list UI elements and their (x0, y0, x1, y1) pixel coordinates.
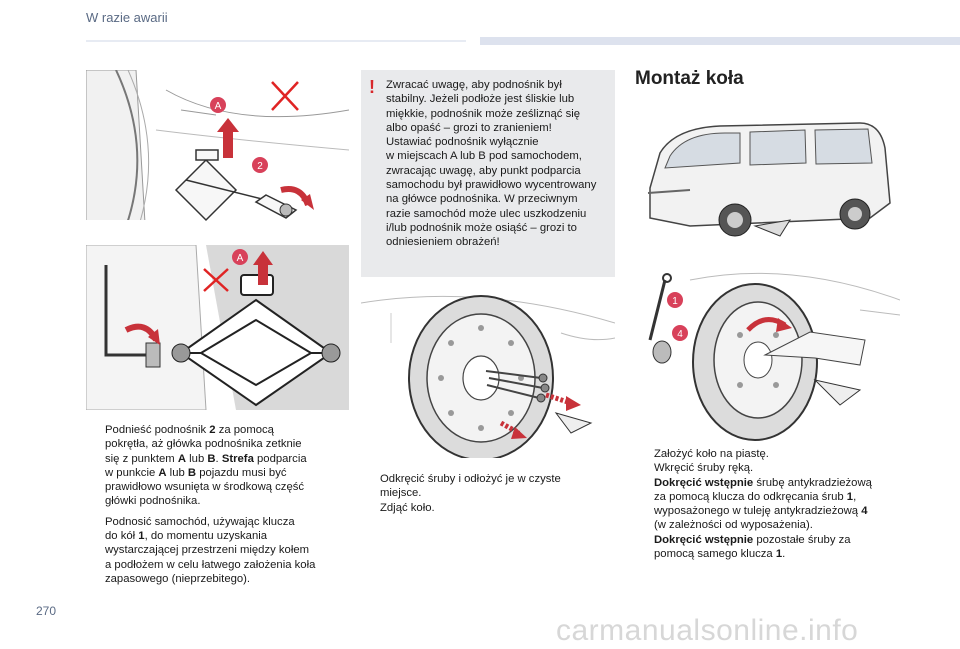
list-item: Dokręcić wstępnie pozostałe śruby za pom… (654, 533, 851, 561)
figure-jack-closeup: A (86, 245, 349, 410)
header-rule (86, 40, 466, 42)
list-item: Dokręcić wstępnie śrubę antykradzieżową … (654, 476, 872, 532)
page-number: 270 (36, 604, 57, 618)
list-item: Odkręcić śruby i odłożyć je w czyste mie… (380, 473, 561, 500)
figure-label: 1 (672, 296, 678, 307)
figure-jack-under-sill: A 2 (86, 70, 349, 240)
warning-icon: ! (369, 77, 375, 97)
list-item: Założyć koło na piastę. (654, 448, 769, 460)
list-item: Zdjąć koło. (380, 501, 435, 514)
list-item: Podnieść podnośnik 2 za pomocą pokrętła,… (105, 424, 307, 508)
figure-wheel-removal (361, 283, 615, 458)
watermark[interactable]: carmanualsonline.info (556, 614, 859, 647)
running-header: W razie awarii (86, 10, 168, 25)
instructions-col3: Założyć koło na piastę. Wkręcić śruby rę… (636, 447, 906, 561)
figure-van (630, 108, 900, 248)
figure-label: 2 (257, 161, 263, 172)
list-item: Wkręcić śruby ręką. (654, 462, 754, 475)
section-title: Montaż koła (635, 68, 744, 89)
instructions-col1: Podnieść podnośnik 2 za pomocą pokrętła,… (87, 423, 349, 592)
warning-text: Zwracać uwagę, aby podnośnik był stabiln… (386, 79, 597, 249)
warning-box (361, 70, 615, 277)
figure-label: A (237, 253, 244, 264)
figure-label: A (215, 101, 222, 112)
list-item: Podnosić samochód, używając klucza do kó… (105, 515, 316, 585)
instructions-col2: Odkręcić śruby i odłożyć je w czyste mie… (362, 472, 612, 515)
figure-label: 4 (677, 329, 683, 340)
header-bar (480, 37, 960, 45)
figure-wheel-mounting: 1 4 (630, 270, 900, 445)
